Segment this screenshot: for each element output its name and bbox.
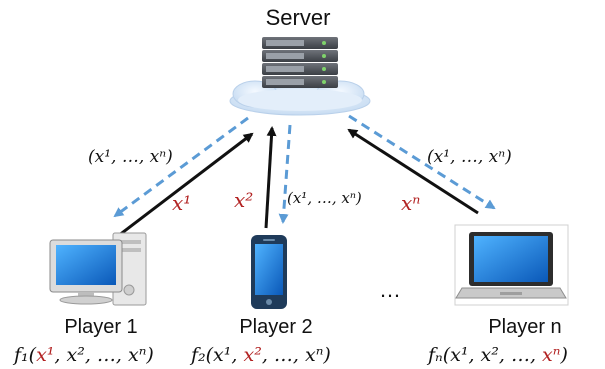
broadcast-label-middle: (x¹, …, xⁿ) (287, 189, 362, 207)
server-label: Server (266, 5, 331, 30)
smartphone-icon (251, 235, 287, 309)
broadcast-arrow-player-1 (113, 116, 249, 218)
broadcast-label-right: (x¹, …, xⁿ) (427, 147, 512, 167)
utility-prefix: f₁( (12, 344, 37, 366)
player-1-utility: f₁(x¹, x², …, xⁿ) (12, 344, 154, 366)
player-n-name: Player n (488, 316, 561, 338)
player-2-utility: f₂(x¹, x², …, xⁿ) (189, 344, 331, 366)
ellipsis: … (379, 277, 401, 302)
utility-rest: , …, xⁿ) (262, 344, 331, 366)
broadcast-arrow-player-n (348, 114, 496, 210)
upload-arrow-player-1 (117, 132, 254, 238)
upload-arrow-player-n (347, 128, 479, 215)
server-icon (229, 37, 371, 116)
desktop-computer-icon (49, 232, 147, 306)
player-2-name: Player 2 (239, 316, 312, 338)
broadcast-label-left: (x¹, …, xⁿ) (88, 147, 173, 167)
upload-label-player-2: x² (234, 188, 253, 212)
broadcast-arrow-player-2 (278, 124, 292, 224)
player-n-utility: fₙ(x¹, x², …, xⁿ) (426, 344, 568, 366)
laptop-icon (454, 224, 569, 306)
rack-icon (262, 37, 338, 88)
utility-rest: ) (559, 344, 567, 366)
upload-label-player-n: xⁿ (401, 191, 420, 215)
utility-prefix: fₙ(x¹, x², …, (426, 344, 542, 366)
utility-rest: , x², …, xⁿ) (54, 344, 153, 366)
upload-arrow-player-2 (264, 126, 277, 229)
own-strategy: x² (243, 344, 261, 366)
own-strategy: xⁿ (542, 344, 560, 366)
upload-label-player-1: x¹ (172, 191, 191, 215)
own-strategy: x¹ (36, 344, 54, 366)
cloud-icon (229, 80, 371, 116)
player-1-name: Player 1 (64, 316, 137, 338)
utility-prefix: f₂(x¹, (189, 344, 243, 366)
